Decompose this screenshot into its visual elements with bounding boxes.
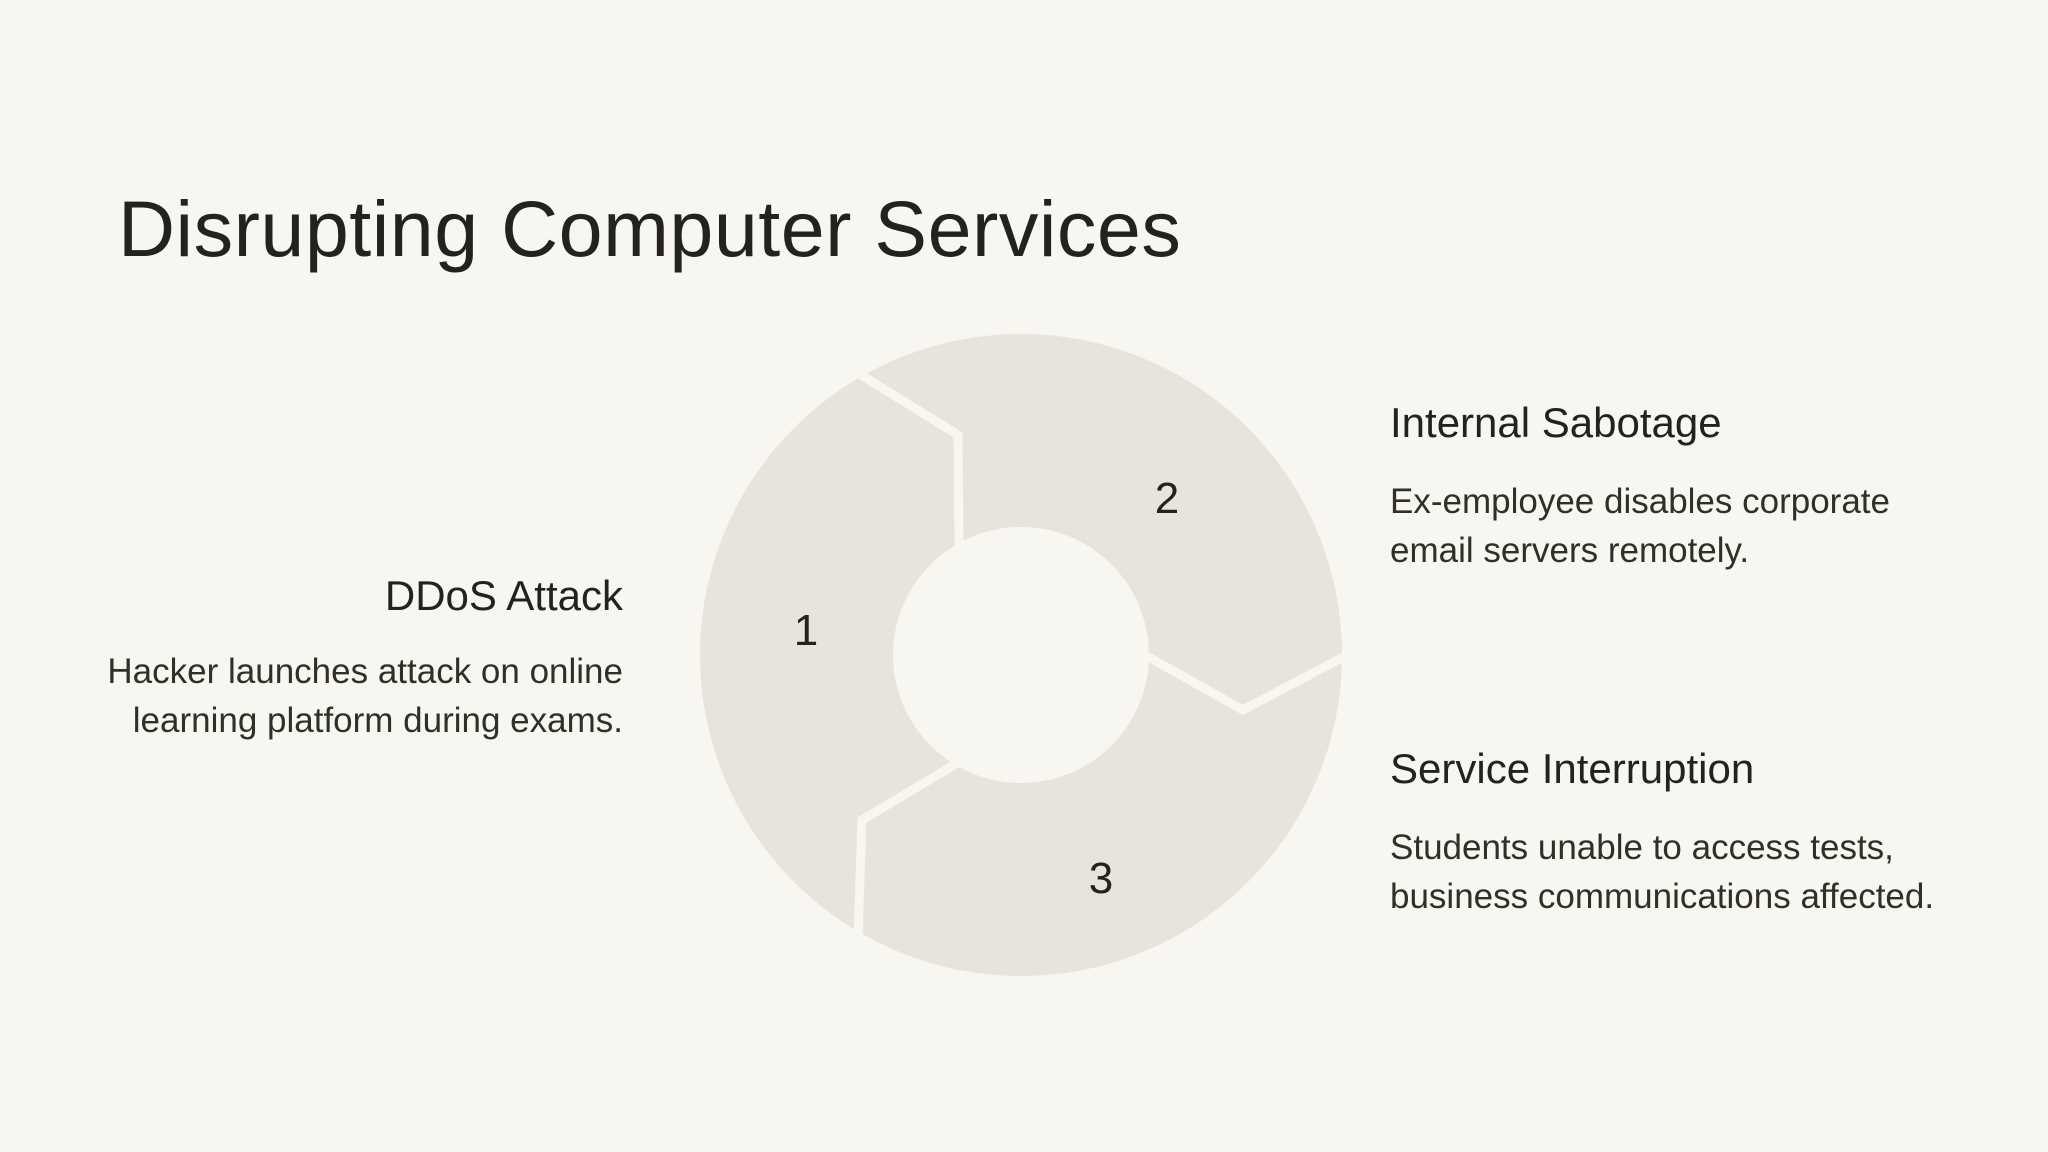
callout-interruption-line-2: business communications affected. [1390, 877, 1935, 916]
callout-interruption-body: Students unable to access tests, busines… [1390, 823, 1934, 921]
segment-1-number: 1 [794, 606, 818, 655]
segment-2-number: 2 [1155, 474, 1179, 523]
callout-ddos-line-2: learning platform during exams. [132, 701, 623, 740]
callout-ddos-line-1: Hacker launches attack on online [107, 652, 623, 691]
callout-sabotage-line-1: Ex-employee disables corporate [1390, 482, 1890, 521]
callout-interruption-heading: Service Interruption [1390, 745, 1755, 792]
segment-separator [855, 369, 964, 549]
callout-ddos-heading: DDoS Attack [384, 572, 623, 619]
callout-interruption-line-1: Students unable to access tests, [1390, 828, 1894, 867]
segment-separator [853, 758, 962, 938]
callout-sabotage-body: Ex-employee disables corporate email ser… [1390, 477, 1890, 575]
callout-sabotage-line-2: email servers remotely. [1390, 531, 1750, 570]
page-title: Disrupting Computer Services [118, 184, 1182, 273]
segment-3-number: 3 [1089, 854, 1113, 903]
callout-sabotage-heading: Internal Sabotage [1390, 399, 1722, 446]
callout-ddos-body: Hacker launches attack on online learnin… [107, 647, 623, 745]
segment-separator [1142, 651, 1350, 716]
cycle-ring [700, 334, 1342, 976]
